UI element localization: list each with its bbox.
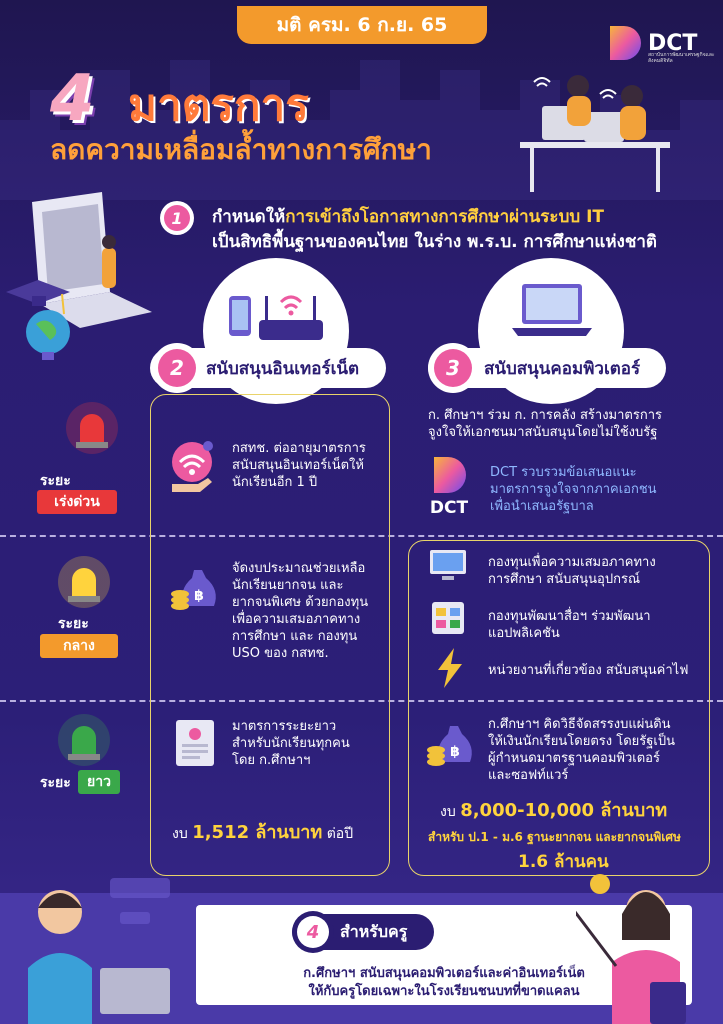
computer-urgent-line: จูงใจให้เอกชนมาสนับสนุนโดยไม่ใช้งบรัฐ: [428, 425, 658, 440]
internet-long-text: มาตรการระยะยาว สำหรับนักเรียนทุกคน โดย ก…: [232, 718, 350, 769]
certificate-document-icon: [176, 720, 214, 766]
point-2-number: 2: [158, 349, 196, 387]
internet-medium-line: การศึกษา และ กองทุน: [232, 629, 358, 644]
router-phone-icon: [229, 295, 323, 340]
wifi-hand-icon: [172, 441, 213, 492]
red-siren-icon: [66, 402, 118, 454]
date-banner: มติ ครม. 6 ก.ย. 65: [237, 6, 487, 44]
city-skyline-illustration: [0, 60, 723, 200]
title-main: มาตรการ: [128, 80, 309, 131]
computer-urgent-text: ก. ศึกษาฯ ร่วม ก. การคลัง สร้างมาตรการ จ…: [428, 407, 662, 441]
app-window-icon: [432, 602, 464, 634]
lightning-bolt-icon: [438, 648, 462, 688]
point-1-number: 1: [164, 205, 190, 231]
yellow-siren-icon: [58, 556, 110, 608]
laptop-icon: [512, 284, 592, 336]
internet-urgent-text: กสทช. ต่ออายุมาตรการ สนับสนุนอินเทอร์เน็…: [232, 440, 366, 491]
dct-logo-large: DCT: [430, 457, 469, 517]
male-teacher-laptop-illustration: [28, 878, 170, 1024]
computer-for-line: สำหรับ ป.1 - ม.6 ฐานะยากจน และยากจนพิเศษ: [428, 830, 681, 844]
point-4-line-2: ให้กับครูโดยเฉพาะในโรงเรียนชนบทที่ขาดแคล…: [308, 984, 580, 999]
dct-logo-subtitle: สถาบันการพัฒนาเศรษฐกิจและสังคมดิจิทัล: [648, 52, 715, 64]
computer-medium-line: แอปพลิเคชัน: [488, 626, 560, 641]
computer-long-text: ก.ศึกษาฯ คิดวิธีจัดสรรงบแผ่นดิน ให้เงินน…: [488, 716, 675, 784]
point-1-highlight: การเข้าถึงโอกาสทางการศึกษาผ่านระบบ IT: [285, 207, 604, 227]
point-3-badge: 3: [428, 343, 478, 393]
point-1-line-2: เป็นสิทธิพื้นฐานของคนไทย ในร่าง พ.ร.บ. ก…: [212, 232, 657, 252]
laptop-globe-graduation-illustration: [6, 192, 152, 360]
internet-long-line: สำหรับนักเรียนทุกคน: [232, 736, 350, 751]
divider-urgent-medium: [0, 535, 723, 537]
dct-logo-text: DCT: [648, 30, 698, 56]
computer-urgent-line: ก. ศึกษาฯ ร่วม ก. การคลัง สร้างมาตรการ: [428, 408, 662, 423]
computer-urgent-dct-line: เพื่อนำเสนอรัฐบาล: [490, 499, 594, 514]
female-teacher-pointer-illustration: [576, 874, 686, 1024]
internet-urgent-line: นักเรียนอีก 1 ปี: [232, 475, 318, 490]
computer-count: 1.6 ล้านคน: [518, 852, 609, 872]
computer-medium-item-1: กองทุนเพื่อความเสมอภาคทาง การศึกษา สนับส…: [488, 554, 656, 588]
title-subtitle: ลดความเหลื่อมล้ำทางการศึกษา: [50, 133, 432, 166]
phase-medium-badge: กลาง: [40, 634, 118, 658]
computer-long-line: ก.ศึกษาฯ คิดวิธีจัดสรรงบแผ่นดิน: [488, 717, 671, 732]
internet-medium-line: USO ของ กสทช.: [232, 646, 329, 661]
computer-medium-item-3: หน่วยงานที่เกี่ยวข้อง สนับสนุนค่าไฟ: [488, 663, 689, 678]
point-4-number: 4: [297, 916, 329, 948]
phase-medium-label: ระยะ: [58, 616, 89, 632]
internet-medium-line: นักเรียนยากจน และ: [232, 578, 344, 593]
dct-logo-icon: [610, 26, 641, 60]
phase-long-badge: ยาว: [78, 770, 120, 794]
computer-column-box: [408, 540, 710, 876]
internet-budget-prefix: งบ: [172, 826, 188, 842]
point-2-badge: 2: [152, 343, 202, 393]
phase-long-label: ระยะ: [40, 775, 71, 791]
money-bag-coins-icon: ฿: [171, 570, 216, 610]
computer-long-line: ให้เงินนักเรียนโดยตรง โดยรัฐเป็น: [488, 734, 676, 749]
internet-urgent-line: กสทช. ต่ออายุมาตรการ: [232, 441, 366, 456]
point-3-number: 3: [434, 349, 472, 387]
divider-medium-long: [0, 700, 723, 702]
computer-urgent-dct-text: DCT รวบรวมข้อเสนอแนะ มาตรการจูงใจจากภาคเ…: [490, 464, 657, 515]
internet-medium-line: ยากจนพิเศษ ด้วยกองทุน: [232, 595, 369, 610]
computer-long-line: และซอฟท์แวร์: [488, 768, 569, 783]
point-1-line-1: กำหนดให้การเข้าถึงโอกาสทางการศึกษาผ่านระ…: [212, 203, 604, 230]
computer-urgent-dct-line: มาตรการจูงใจจากภาคเอกชน: [490, 482, 657, 497]
svg-text:DCT: DCT: [430, 498, 469, 517]
title-number: 4: [50, 62, 95, 136]
money-bag-coins-icon: ฿: [427, 726, 472, 766]
computer-urgent-dct-line: DCT รวบรวมข้อเสนอแนะ: [490, 465, 637, 480]
point-1-prefix: กำหนดให้: [212, 207, 286, 227]
point-1-badge: 1: [160, 201, 194, 235]
computer-budget-prefix: งบ: [440, 804, 456, 820]
computer-budget: งบ 8,000-10,000 ล้านบาท: [440, 802, 667, 821]
dct-logo: DCT สถาบันการพัฒนาเศรษฐกิจและสังคมดิจิทั…: [608, 22, 715, 64]
computer-medium-line: กองทุนพัฒนาสื่อฯ ร่วมพัฒนา: [488, 609, 651, 624]
internet-medium-line: เพื่อความเสมอภาคทาง: [232, 612, 361, 627]
internet-urgent-line: สนับสนุนอินเทอร์เน็ตให้: [232, 458, 364, 473]
point-4-line-1: ก.ศึกษาฯ สนับสนุนคอมพิวเตอร์และค่าอินเทอ…: [303, 966, 585, 981]
internet-long-line: โดย ก.ศึกษาฯ: [232, 753, 311, 768]
svg-text:฿: ฿: [450, 744, 460, 760]
internet-long-line: มาตรการระยะยาว: [232, 719, 337, 734]
computer-medium-item-2: กองทุนพัฒนาสื่อฯ ร่วมพัฒนา แอปพลิเคชัน: [488, 608, 651, 642]
computer-budget-amount: 8,000-10,000 ล้านบาท: [460, 800, 668, 821]
point-4-badge: 4: [292, 911, 334, 953]
internet-budget: งบ 1,512 ล้านบาท ต่อปี: [172, 824, 353, 843]
green-siren-icon: [58, 714, 110, 766]
students-laptop-illustration: [520, 75, 670, 192]
internet-medium-line: จัดงบประมาณช่วยเหลือ: [232, 561, 366, 576]
computer-medium-line: การศึกษา สนับสนุนอุปกรณ์: [488, 572, 641, 587]
internet-medium-text: จัดงบประมาณช่วยเหลือ นักเรียนยากจน และ ย…: [232, 560, 368, 662]
phase-urgent-badge: เร่งด่วน: [37, 490, 117, 514]
svg-text:฿: ฿: [194, 588, 204, 604]
phase-urgent-label: ระยะ: [40, 473, 71, 489]
computer-medium-line: กองทุนเพื่อความเสมอภาคทาง: [488, 555, 656, 570]
internet-budget-suffix: ต่อปี: [326, 826, 354, 842]
internet-budget-amount: 1,512 ล้านบาท: [192, 822, 323, 843]
computer-long-line: ผู้กำหนดมาตรฐานคอมพิวเตอร์: [488, 751, 660, 766]
internet-column-box: [150, 394, 390, 876]
desktop-computer-icon: [430, 550, 466, 580]
